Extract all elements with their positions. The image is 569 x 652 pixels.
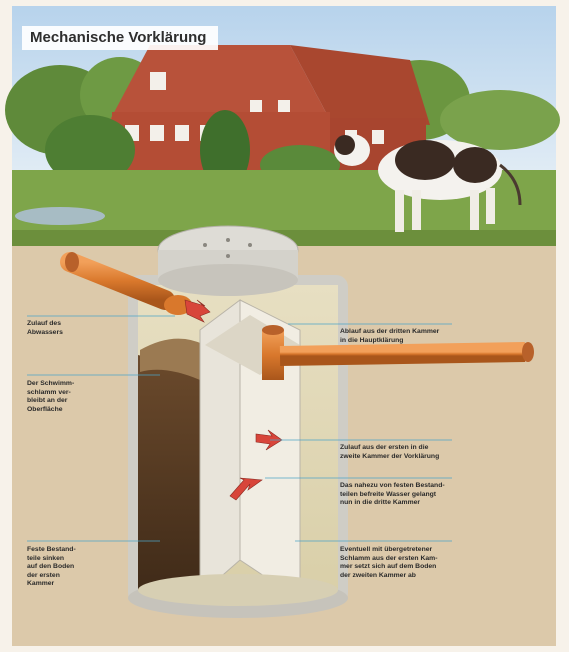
label-wasser-dritte-kammer: Das nahezu von festen Bestand- teilen be… bbox=[340, 482, 445, 508]
label-schlamm-zweite-kammer: Eventuell mit übergetretener Schlamm aus… bbox=[340, 546, 437, 580]
label-zulauf-abwasser: Zulauf des Abwassers bbox=[27, 320, 63, 337]
diagram-title: Mechanische Vorklärung bbox=[22, 26, 218, 50]
label-schwimmschlamm: Der Schwimm- schlamm ver- bleibt an der … bbox=[27, 380, 74, 414]
label-zulauf-zweite-kammer: Zulauf aus der ersten in die zweite Kamm… bbox=[340, 444, 439, 461]
label-ablauf-dritte-kammer: Ablauf aus der dritten Kammer in die Hau… bbox=[340, 328, 439, 345]
label-feste-bestandteile: Feste Bestand- teile sinken auf den Bode… bbox=[27, 546, 76, 589]
septic-tank bbox=[128, 226, 348, 618]
